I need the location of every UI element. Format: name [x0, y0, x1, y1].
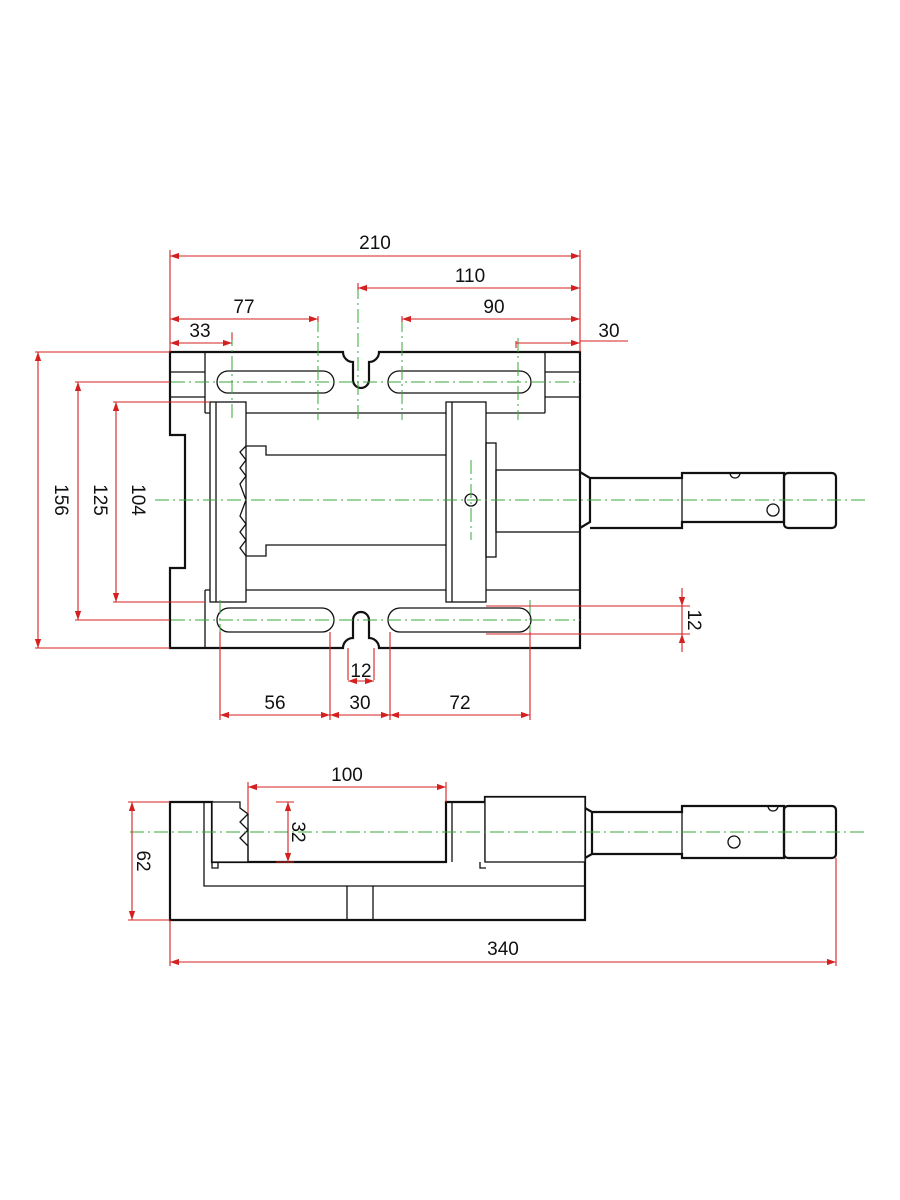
- jaw-plate: [246, 445, 449, 557]
- dim-text-156: 156: [50, 484, 71, 516]
- screw-pin-slot: [729, 472, 741, 479]
- dim-text-62: 62: [132, 850, 153, 871]
- side-view-dimensions: 100 32 62 340: [128, 765, 837, 966]
- side-view-moving-jaw-housing: [484, 796, 586, 863]
- side-view-pin-slot: [767, 805, 779, 812]
- dim-text-30-bottom: 30: [349, 693, 370, 714]
- dim-text-125: 125: [89, 484, 110, 516]
- dim-text-210: 210: [359, 233, 391, 254]
- dim-text-72: 72: [449, 693, 470, 714]
- screw-pin-hole: [766, 503, 780, 517]
- dim-text-56: 56: [264, 693, 285, 714]
- side-view-pin-hole: [727, 835, 741, 849]
- dim-text-104: 104: [127, 484, 148, 516]
- dim-text-90: 90: [483, 297, 504, 318]
- dim-text-33: 33: [189, 321, 210, 342]
- dim-text-12-right: 12: [683, 609, 704, 630]
- dim-text-340: 340: [487, 939, 519, 960]
- dim-text-100: 100: [331, 765, 363, 786]
- top-view: [75, 285, 868, 650]
- dim-text-12-center: 12: [350, 661, 371, 682]
- side-view-inner-lines: [203, 802, 585, 920]
- dim-text-30-right: 30: [598, 321, 619, 342]
- top-view-dimensions: 210 110 90 77 33 30 156 125 104 12 12: [34, 233, 704, 720]
- dim-text-32: 32: [287, 821, 308, 842]
- side-view: [130, 795, 868, 922]
- side-view-jaw-plate: [247, 802, 453, 863]
- screw-housing: [495, 469, 581, 533]
- dim-text-77: 77: [233, 297, 254, 318]
- top-view-body-outline: [168, 350, 582, 650]
- dim-text-110: 110: [455, 266, 485, 287]
